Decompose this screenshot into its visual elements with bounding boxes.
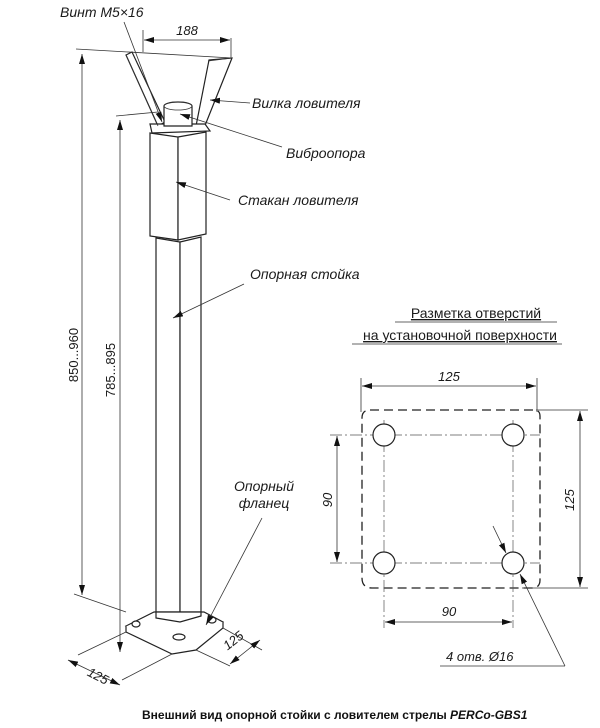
leader-post: [172, 283, 245, 319]
label-fork: Вилка ловителя: [252, 95, 361, 111]
caption-model: PERCo-GBS1: [450, 708, 528, 722]
label-flange-line2: фланец: [239, 495, 290, 511]
mounting-holes: [372, 423, 525, 575]
leader-screw: [123, 21, 163, 123]
caption-text: Внешний вид опорной стойки с ловителем с…: [142, 708, 450, 722]
dim-flange-right: 125: [220, 627, 247, 653]
hole-top-left: [372, 423, 396, 447]
dim-hole-horizontal: 90: [442, 604, 457, 619]
dim-total-height: 850...960: [66, 328, 81, 382]
label-vibro: Виброопора: [286, 145, 366, 161]
dim-outer-width: 125: [438, 369, 460, 384]
dim-fork-width: 188: [176, 23, 198, 38]
label-flange-line1: Опорный: [234, 478, 294, 494]
dim-outer-height: 125: [562, 488, 577, 510]
hole-layout-title-line1: Разметка отверстий: [411, 305, 541, 321]
dim-hole-vertical: 90: [320, 492, 335, 507]
leader-fork: [209, 97, 251, 104]
hole-top-right: [501, 423, 525, 447]
hole-bottom-left: [372, 551, 396, 575]
hole-layout-title-line2: на установочной поверхности: [363, 327, 557, 343]
vibration-mount: [163, 101, 193, 127]
label-screw: Винт М5×16: [60, 4, 144, 20]
leader-hole-diameter: [519, 573, 566, 667]
catcher-cup: [149, 131, 207, 241]
support-flange: [124, 611, 225, 655]
figure-caption: Внешний вид опорной стойки с ловителем с…: [142, 708, 528, 722]
dimension-fork-width: [142, 30, 232, 58]
leader-vibro: [179, 113, 283, 148]
dim-flange-left: 125: [85, 664, 112, 688]
leader-cup: [175, 181, 231, 201]
label-cup: Стакан ловителя: [238, 192, 359, 208]
dimension-post-height: [115, 111, 159, 652]
label-post: Опорная стойка: [250, 266, 360, 282]
dimension-flange: [67, 627, 263, 686]
leader-flange: [205, 517, 263, 626]
dim-post-height: 785...895: [103, 343, 118, 397]
support-post: [155, 236, 202, 623]
hole-bottom-right: [501, 551, 525, 575]
hole-note: 4 отв. Ø16: [446, 649, 514, 664]
